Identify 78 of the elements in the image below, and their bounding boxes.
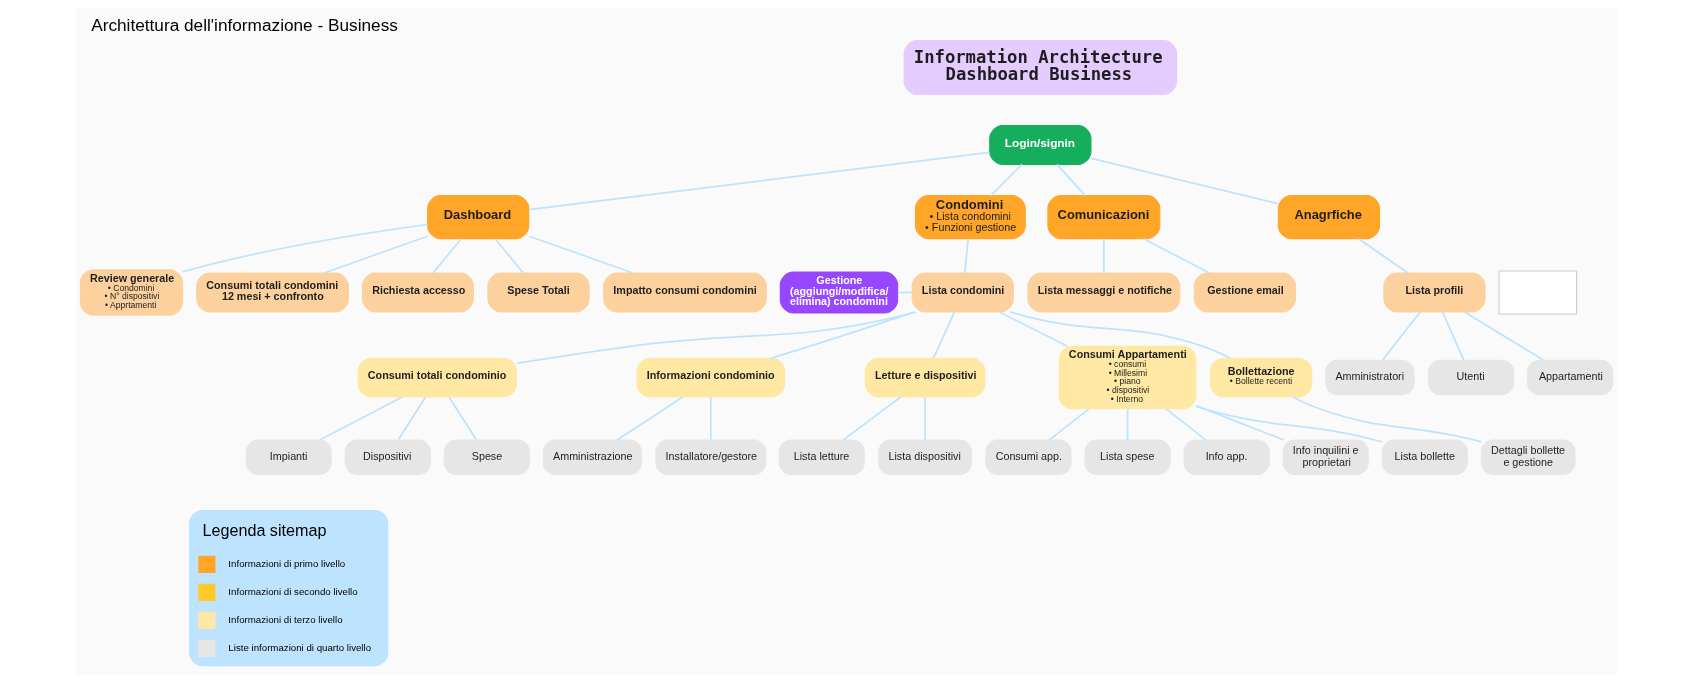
node-box: Letture e dispositivi bbox=[864, 357, 985, 398]
node-box: Consumi app. bbox=[984, 439, 1072, 476]
connector bbox=[769, 311, 915, 360]
node-box: Spese bbox=[443, 439, 530, 476]
node-box: Dispositivi bbox=[344, 439, 431, 476]
legend-label: Informazioni di terzo livello bbox=[227, 613, 343, 625]
node-box: Lista bollette bbox=[1381, 439, 1468, 476]
node-box: Gestione email bbox=[1193, 272, 1296, 313]
connector bbox=[1048, 408, 1090, 441]
label: Legenda sitemap bbox=[202, 521, 326, 540]
node-box: Gestione (aggiungi/modifica/ elimina) condomini bbox=[779, 271, 898, 314]
node-box: Consumi totali condominio bbox=[357, 357, 517, 398]
node-box: Information Architecture Dashboard Business bbox=[903, 40, 1177, 95]
connector bbox=[1381, 311, 1421, 361]
connector bbox=[493, 238, 524, 274]
connector bbox=[527, 235, 634, 274]
legend-label: Informazioni di primo livello bbox=[227, 557, 345, 569]
connector bbox=[181, 223, 428, 273]
node-box: Lista messaggi e notifiche bbox=[1026, 272, 1180, 313]
node-box: Bollettazione • Bollette recenti bbox=[1209, 357, 1312, 398]
diagram-title: Architettura dell'informazione - Business bbox=[90, 14, 398, 35]
connector bbox=[1357, 237, 1409, 274]
node-box: Login/signin bbox=[988, 125, 1091, 165]
connector bbox=[1126, 408, 1128, 441]
connector bbox=[1463, 311, 1544, 361]
node-box: Informazioni condominio bbox=[636, 357, 785, 398]
node-box: Lista spese bbox=[1084, 439, 1171, 476]
legend-label: Liste informazioni di quarto livello bbox=[227, 641, 371, 653]
connector bbox=[998, 311, 1068, 348]
connector bbox=[1194, 404, 1285, 441]
node-box: Lista condomini bbox=[911, 272, 1014, 313]
connector bbox=[322, 235, 428, 274]
connector bbox=[431, 238, 462, 274]
node-box bbox=[1498, 270, 1577, 315]
connector bbox=[709, 396, 712, 441]
node-box: Utenti bbox=[1427, 359, 1514, 396]
node-box: Info inquilini e proprietari bbox=[1282, 439, 1369, 476]
node-box: Spese Totali bbox=[486, 272, 590, 313]
node-box: Amministrazione bbox=[542, 439, 642, 476]
node-box: Dashboard bbox=[426, 195, 529, 240]
connector bbox=[932, 311, 955, 359]
node-box: Dettagli bollette e gestione bbox=[1480, 439, 1576, 476]
connector bbox=[447, 396, 477, 441]
connector bbox=[1291, 396, 1482, 443]
connector bbox=[923, 396, 926, 441]
node-box: Appartamenti bbox=[1526, 359, 1613, 396]
connector bbox=[1089, 157, 1279, 205]
node-box: Review generale • Condomini • N° dispositivi • Apprtamenti bbox=[79, 269, 183, 316]
node-box: Impatto consumi condomini bbox=[602, 272, 767, 313]
connector bbox=[1441, 311, 1465, 361]
connector bbox=[1008, 311, 1231, 359]
connector bbox=[1102, 238, 1105, 274]
node-box: Impianti bbox=[245, 439, 332, 476]
node-box: Installatore/gestore bbox=[654, 439, 766, 476]
connector bbox=[963, 238, 969, 274]
connector bbox=[616, 396, 684, 441]
node-box: Consumi Appartamenti • consumi • Millesimi • piano • dispositivi • Interno bbox=[1058, 345, 1196, 410]
node-box: Comunicazioni bbox=[1046, 195, 1160, 240]
node-box: Lista profili bbox=[1382, 272, 1486, 313]
connector bbox=[318, 396, 403, 441]
connector bbox=[1055, 163, 1086, 197]
connector bbox=[842, 396, 901, 441]
connector bbox=[1164, 408, 1207, 441]
connector bbox=[1142, 237, 1210, 274]
legend-label: Informazioni di secondo livello bbox=[227, 585, 358, 597]
node-box: Condomini • Lista condomini • Funzioni gestione bbox=[914, 195, 1026, 240]
connector bbox=[397, 396, 426, 441]
node-box: Info app. bbox=[1183, 439, 1270, 476]
connector bbox=[989, 163, 1023, 197]
connector bbox=[515, 311, 917, 365]
connector bbox=[1194, 405, 1383, 443]
node-box: Anagrfiche bbox=[1277, 195, 1380, 240]
node-box: Lista dispositivi bbox=[877, 439, 972, 476]
connector bbox=[527, 151, 990, 211]
node-box: Lista letture bbox=[778, 439, 865, 476]
node-box: Consumi totali condomini 12 mesi + confronto bbox=[195, 272, 349, 313]
node-box: Amministratori bbox=[1324, 359, 1415, 396]
node-box: Richiesta accesso bbox=[361, 272, 474, 313]
